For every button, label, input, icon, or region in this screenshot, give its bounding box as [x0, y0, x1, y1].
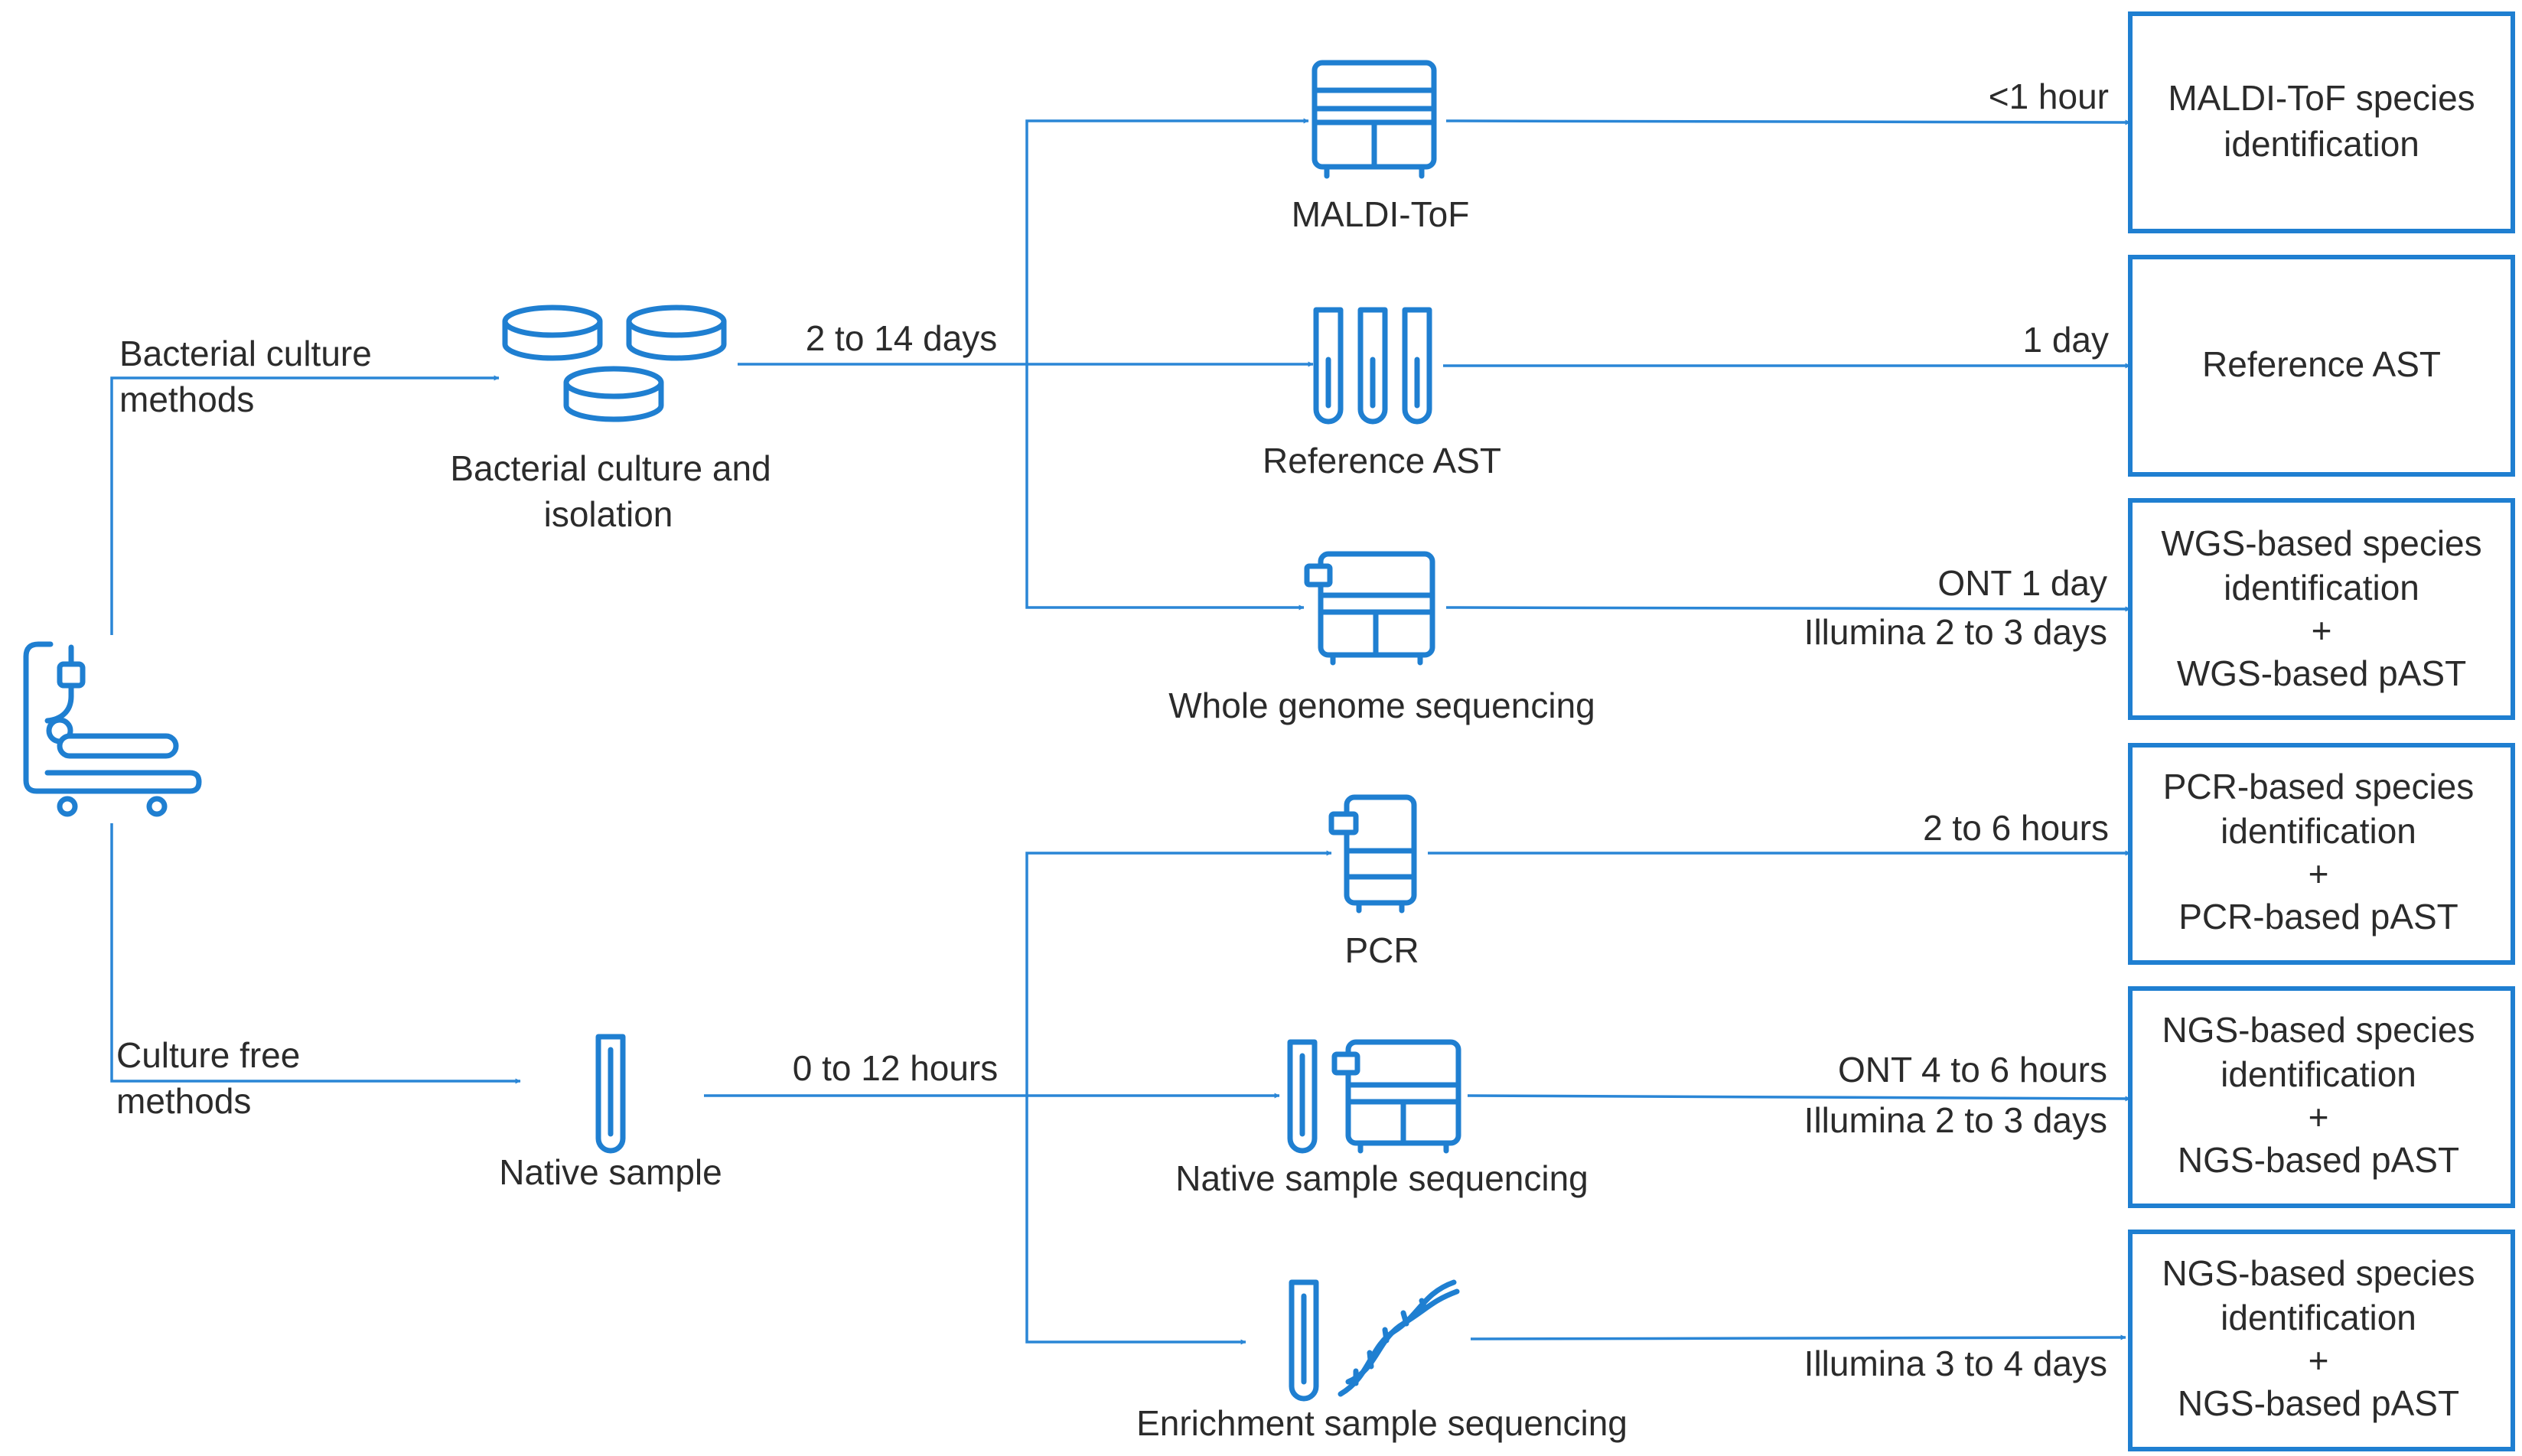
tube-and-dna-icon [1289, 1279, 1460, 1402]
connector-wgs-result [1445, 606, 2131, 612]
result-text-line: identification [2224, 568, 2419, 607]
connector-native-seq-result [1467, 1094, 2131, 1102]
connector-to-pcr [704, 850, 1332, 1097]
result-box-wgs: WGS-based species identification + WGS-b… [2128, 498, 2515, 720]
method-label-enrich-seq: Enrichment sample sequencing [1136, 1403, 1628, 1443]
result-text-line: MALDI-ToF species [2168, 78, 2475, 118]
connector-enrich-seq-result [1470, 1334, 2126, 1340]
result-text-line: identification [2221, 1054, 2416, 1094]
connector-maldi-result [1445, 119, 2131, 125]
result-text-line: PCR-based species [2163, 767, 2475, 806]
sample-tube-icon [595, 1034, 626, 1154]
result-text-line: Reference AST [2202, 344, 2441, 384]
result-text-line: NGS-based species [2162, 1253, 2475, 1293]
result-text-line: WGS-based species [2161, 523, 2481, 563]
time-label-native-ont: ONT 4 to 6 hours [1838, 1050, 2107, 1090]
branch-label-free-line1: Culture free [116, 1035, 300, 1075]
method-label-wgs: Whole genome sequencing [1168, 686, 1595, 725]
method-label-native-seq: Native sample sequencing [1175, 1158, 1588, 1198]
result-text-line: + [2312, 611, 2332, 650]
culture-sample-label-line1: Bacterial culture and [450, 448, 771, 488]
branch-label-free-line2: methods [116, 1081, 251, 1121]
time-label-wgs-ont: ONT 1 day [1937, 563, 2107, 603]
result-text-line: NGS-based pAST [2178, 1383, 2459, 1423]
test-tubes-icon [1313, 307, 1432, 425]
connector-to-enrich-seq [1025, 1096, 1246, 1345]
time-label-wgs-illumina: Illumina 2 to 3 days [1804, 612, 2107, 652]
culture-sample-label-line2: isolation [544, 494, 673, 534]
duration-culture: 2 to 14 days [806, 318, 998, 358]
result-text-line: + [2309, 1340, 2329, 1380]
result-text-line: WGS-based pAST [2177, 653, 2466, 693]
method-label-ast: Reference AST [1263, 441, 1501, 480]
result-text-line: + [2309, 854, 2329, 894]
sequencer-icon [1304, 551, 1435, 666]
hospital-bed-patient-icon [23, 641, 202, 817]
petri-dishes-icon [502, 305, 727, 422]
result-text-line: identification [2221, 1298, 2416, 1337]
method-label-maldi: MALDI-ToF [1292, 194, 1470, 234]
result-text-line: identification [2224, 124, 2419, 164]
pcr-machine-icon [1328, 794, 1417, 914]
connector-to-wgs [1025, 364, 1305, 611]
branch-label-culture-line2: methods [119, 379, 254, 419]
result-text-line: identification [2221, 811, 2416, 851]
result-box-ast: Reference AST [2128, 255, 2515, 477]
time-label-ast: 1 day [2022, 320, 2109, 360]
result-box-maldi: MALDI-ToF species identification [2128, 11, 2515, 233]
connector-free-branch [110, 823, 521, 1084]
native-sample-label: Native sample [499, 1152, 722, 1192]
result-text-line: PCR-based pAST [2178, 897, 2458, 936]
time-label-maldi: <1 hour [1989, 77, 2109, 116]
tube-and-sequencer-icon [1287, 1039, 1461, 1154]
branch-label-culture-line1: Bacterial culture [119, 334, 372, 373]
result-text-line: NGS-based pAST [2178, 1140, 2459, 1180]
duration-native: 0 to 12 hours [793, 1048, 999, 1088]
result-text-line: NGS-based species [2162, 1010, 2475, 1050]
maldi-instrument-icon [1312, 60, 1437, 179]
result-box-enrich-seq: NGS-based species identification + NGS-b… [2128, 1230, 2515, 1451]
connector-to-maldi [738, 118, 1309, 366]
time-label-enrich-illumina: Illumina 3 to 4 days [1804, 1344, 2107, 1383]
result-box-pcr: PCR-based species identification + PCR-b… [2128, 743, 2515, 965]
time-label-native-illumina: Illumina 2 to 3 days [1804, 1100, 2107, 1140]
method-label-pcr: PCR [1344, 930, 1419, 970]
result-text-line: + [2309, 1097, 2329, 1137]
result-box-native-seq: NGS-based species identification + NGS-b… [2128, 986, 2515, 1208]
connector-culture-branch [110, 375, 500, 635]
time-label-pcr: 2 to 6 hours [1923, 808, 2109, 848]
